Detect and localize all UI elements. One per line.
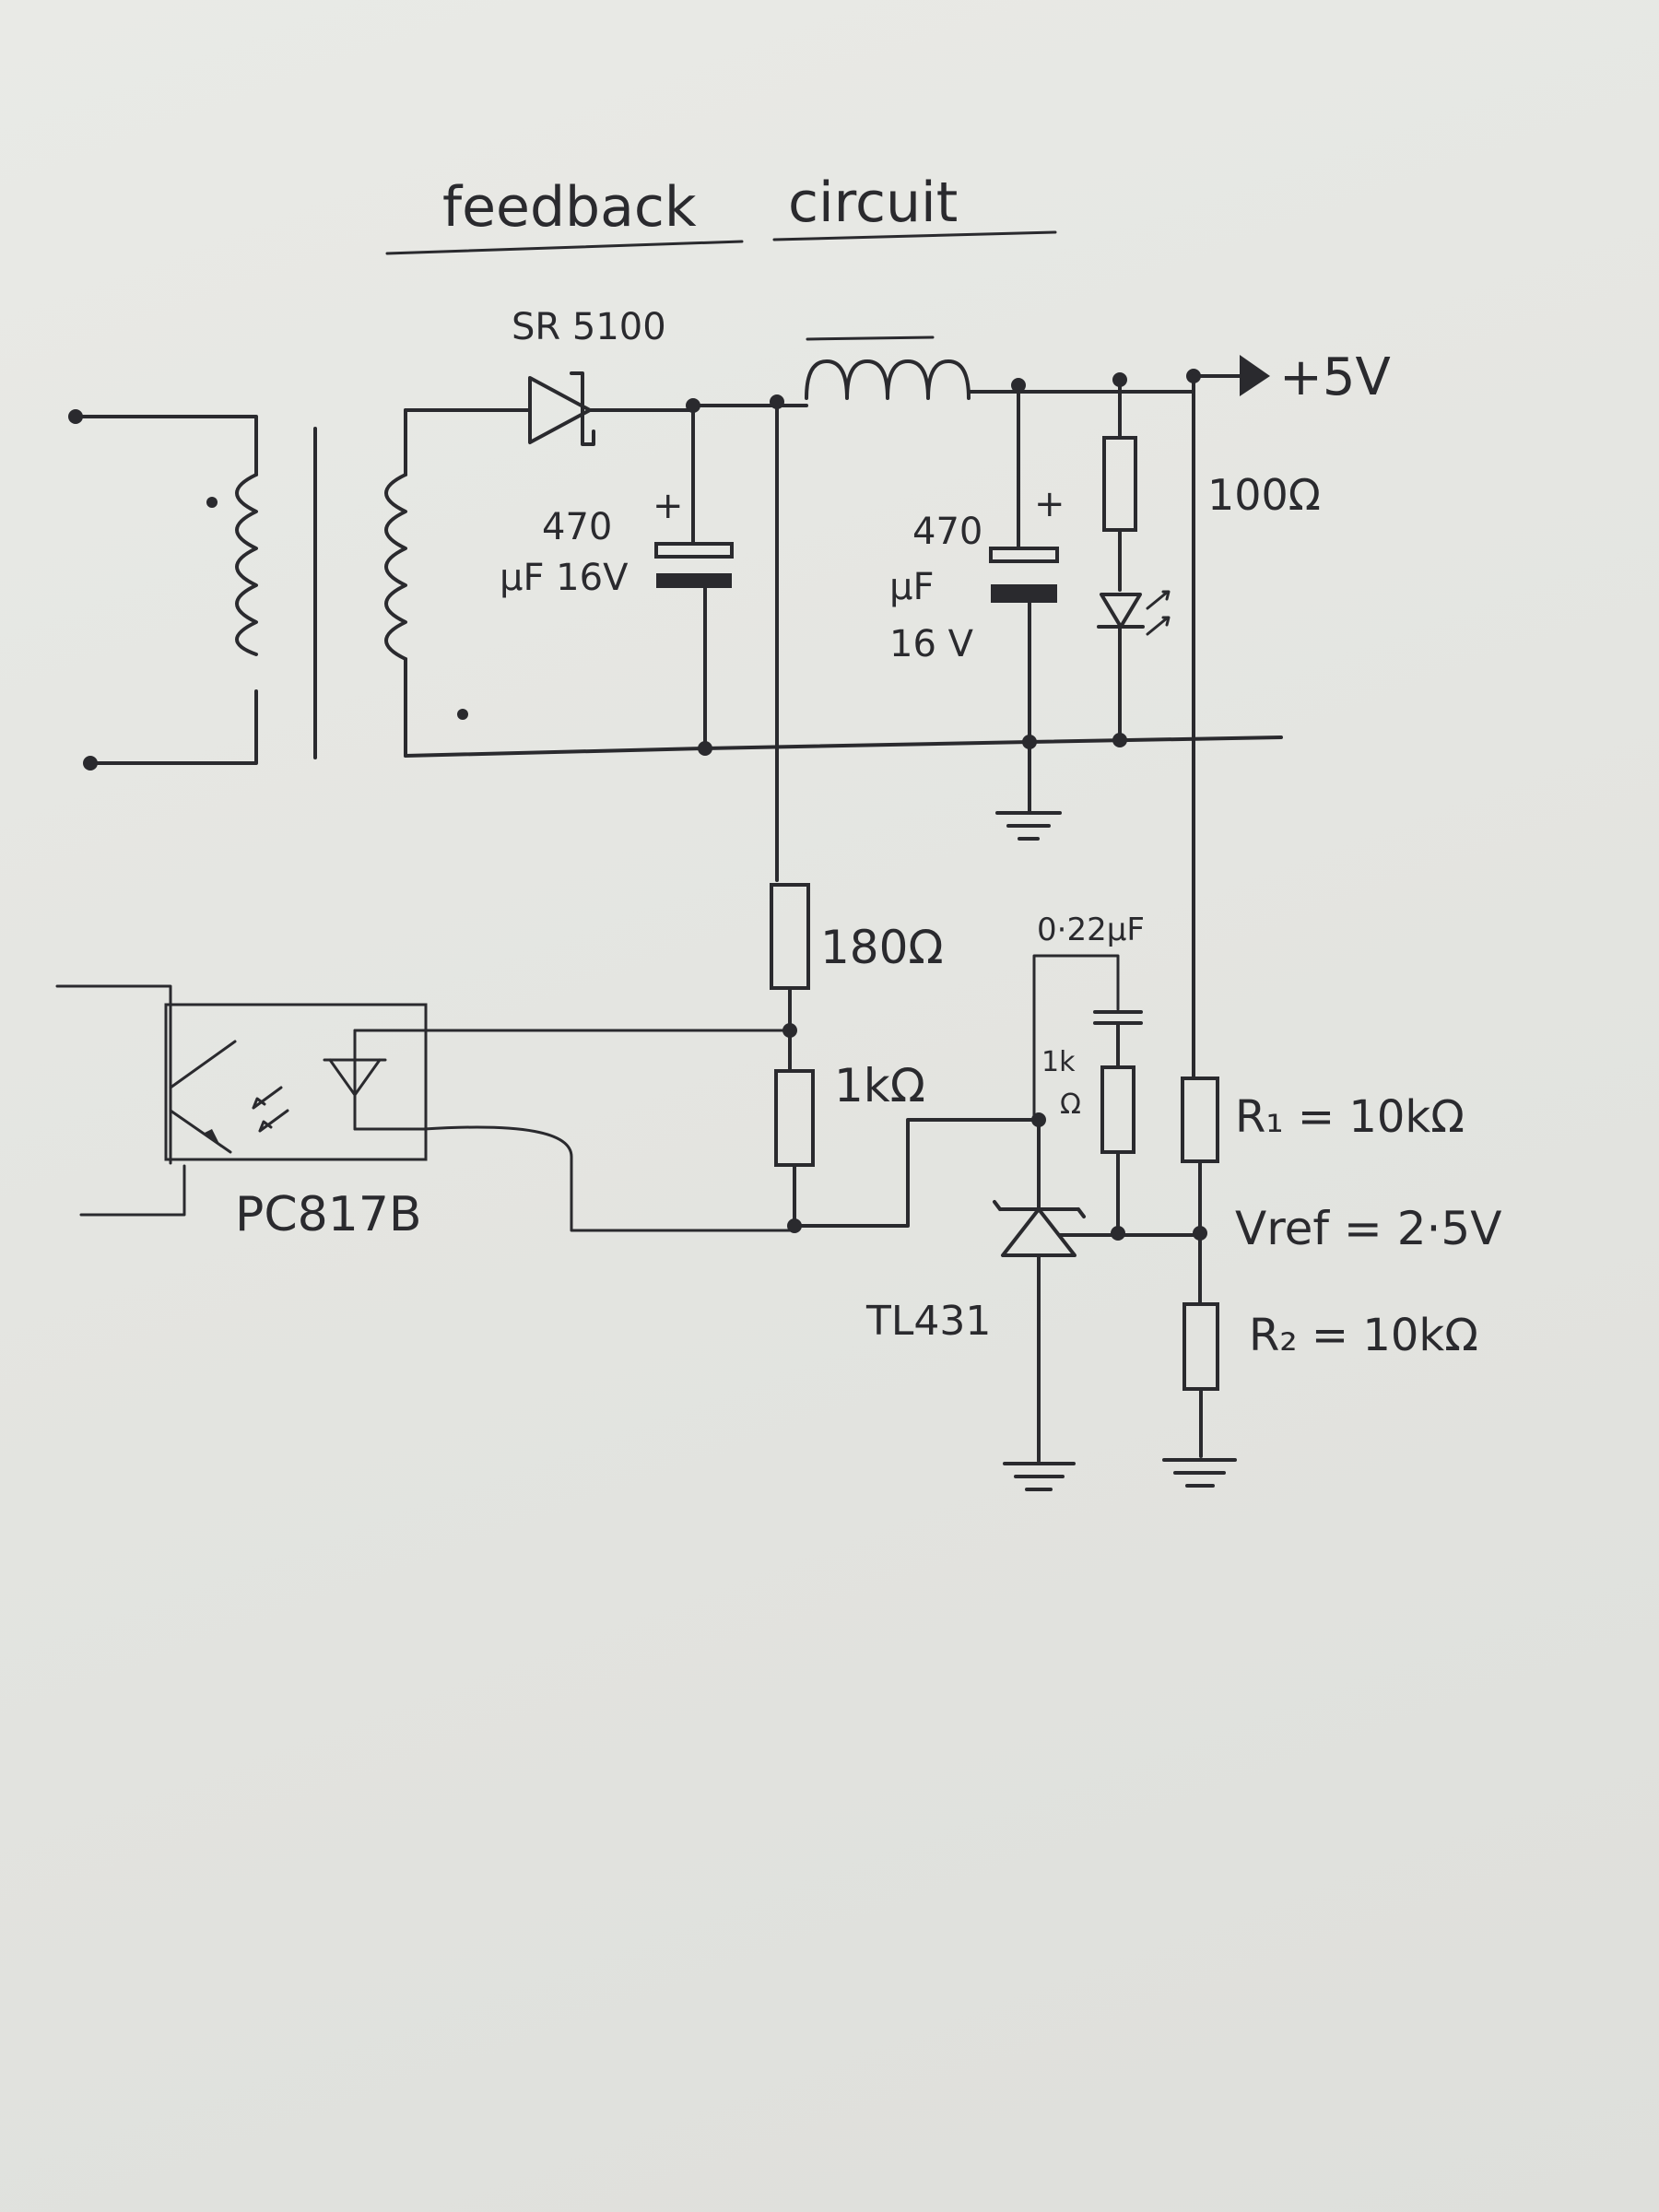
r1k-label: 1kΩ xyxy=(834,1059,925,1112)
primary-coil xyxy=(235,473,258,656)
resistor-180 xyxy=(770,883,810,990)
ground-symbol-1 xyxy=(995,740,1062,841)
comp-cap-label: 0·22µF xyxy=(1037,912,1145,948)
title-underline-1 xyxy=(385,240,744,255)
comp-res-label-bottom: Ω xyxy=(1060,1088,1081,1121)
cap2-voltage: 16 V xyxy=(889,623,974,665)
output-capacitor: + 470 µF 16 V xyxy=(889,383,1065,744)
vref-label: Vref = 2·5V xyxy=(1235,1202,1501,1255)
tl431-shunt-regulator xyxy=(993,1118,1200,1491)
output-inductor xyxy=(805,335,971,400)
led-resistor-label: 100Ω xyxy=(1207,470,1321,520)
title-circuit: circuit xyxy=(788,171,958,235)
cap1-value: 470 xyxy=(542,506,612,548)
title-underline-2 xyxy=(772,230,1057,241)
diode-label: SR 5100 xyxy=(512,306,666,348)
optocoupler xyxy=(55,984,796,1232)
comp-res-label-top: 1k xyxy=(1041,1046,1076,1078)
compensation-network xyxy=(1032,954,1143,1241)
r2-label: R₂ = 10kΩ xyxy=(1249,1310,1478,1361)
cap2-value: 470 xyxy=(912,511,982,553)
resistor-r2 xyxy=(1182,1302,1219,1391)
voltage-divider xyxy=(1162,1077,1237,1488)
transformer xyxy=(68,408,532,771)
cap1-unit: µF 16V xyxy=(500,557,629,599)
r180-label: 180Ω xyxy=(820,921,944,974)
secondary-coil xyxy=(384,473,407,661)
optocoupler-label: PC817B xyxy=(235,1187,422,1242)
led-indicator xyxy=(1097,378,1171,744)
output-voltage-label: +5V xyxy=(1279,347,1391,407)
title-feedback: feedback xyxy=(442,175,697,240)
cap2-polarity: + xyxy=(1034,483,1065,525)
schottky-diode: SR 5100 xyxy=(512,306,695,446)
r1-label: R₁ = 10kΩ xyxy=(1235,1091,1465,1143)
resistor-1k xyxy=(774,1069,815,1167)
input-capacitor: + 470 µF 16V xyxy=(500,404,734,750)
tl431-label: TL431 xyxy=(865,1298,991,1345)
cap1-polarity: + xyxy=(653,485,684,527)
resistor-r1 xyxy=(1181,1077,1219,1163)
ground-rail xyxy=(404,735,1283,758)
cap2-unit: µF xyxy=(889,566,934,608)
